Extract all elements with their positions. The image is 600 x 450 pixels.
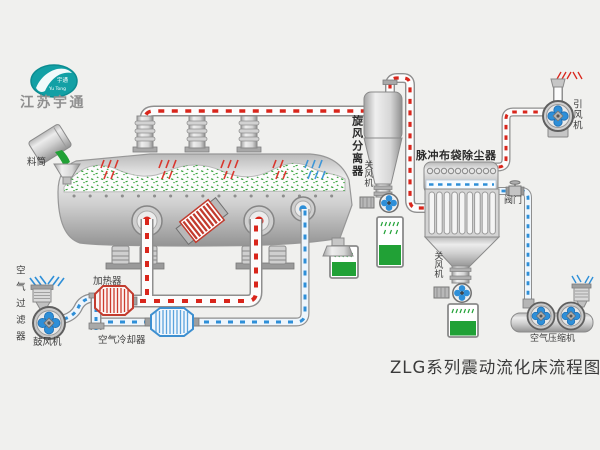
company-name: 江苏宇通: [20, 95, 86, 111]
cyclone-to-collector-pipe: [382, 73, 428, 213]
vibration-motor: [175, 197, 229, 245]
exhaust-hatch: [556, 71, 583, 80]
cool-air-ticks: [304, 159, 326, 180]
pulse-bag-dust-collector: [423, 161, 501, 338]
blower-cluster: [29, 275, 105, 340]
cyclone-fines-container: [376, 216, 404, 268]
vibration-springs: [105, 245, 295, 270]
logo-en-text: Yu Tong: [48, 86, 66, 92]
material-stream: [55, 150, 70, 166]
compressed-air-valve: [505, 180, 525, 197]
cyclone-rotary-airlock-label: 关风机: [362, 160, 373, 187]
discharge-chute: [322, 237, 359, 279]
heater-label: 加热器: [93, 276, 122, 287]
air-cooler-label: 空气冷却器: [98, 335, 146, 346]
air-filter-label: 空气过滤器: [13, 265, 25, 348]
hot-air-supply-pipes: [98, 219, 263, 308]
pulse-valves: [426, 167, 497, 175]
compressor-unit-2: [556, 301, 586, 331]
feed-hopper: [28, 124, 81, 185]
exhaust-stacks: [132, 115, 262, 153]
blower-label: 鼓风机: [33, 337, 62, 348]
collector-rotary-airlock-label: 关风机: [432, 251, 443, 278]
feed-hopper-label: 料筒: [27, 157, 47, 168]
compressor-intake-filter: [571, 283, 592, 308]
hot-air-ticks: [100, 159, 287, 180]
valve-label: 阀门: [504, 196, 523, 206]
cool-air-supply-pipe: [96, 209, 310, 327]
collector-dust-container: [447, 303, 479, 338]
diagram-title: ZLG系列震动流化床流程图: [390, 358, 600, 377]
compressor-intake-hatch: [571, 274, 594, 285]
air-cooler: [144, 307, 200, 337]
logo-cn-text: 宇通: [57, 76, 69, 84]
cyclone-rotary-valve: [359, 193, 399, 213]
filter-bags: [428, 191, 496, 235]
collector-to-fan-pipe: [488, 107, 547, 172]
compressor-unit-1: [526, 301, 556, 331]
collector-rotary-valve: [433, 283, 472, 303]
cyclone-separator: [359, 91, 404, 268]
material-speckles: [64, 163, 345, 192]
dust-collector-label: 脉冲布袋除尘器: [416, 149, 497, 162]
cyclone-separator-label: 旋风分离器: [350, 115, 364, 178]
air-compressor-label: 空气压缩机: [530, 334, 576, 344]
blower-fan: [32, 306, 66, 340]
heater: [94, 285, 138, 316]
induced-draft-fan: [542, 71, 583, 138]
company-logo: 宇通 Yu Tong: [30, 64, 78, 98]
fluidized-bed-dryer: [57, 115, 353, 270]
intake-air-hatch: [29, 275, 65, 287]
air-compressor: [510, 274, 594, 333]
induced-draft-fan-label: 引风机: [570, 99, 582, 131]
